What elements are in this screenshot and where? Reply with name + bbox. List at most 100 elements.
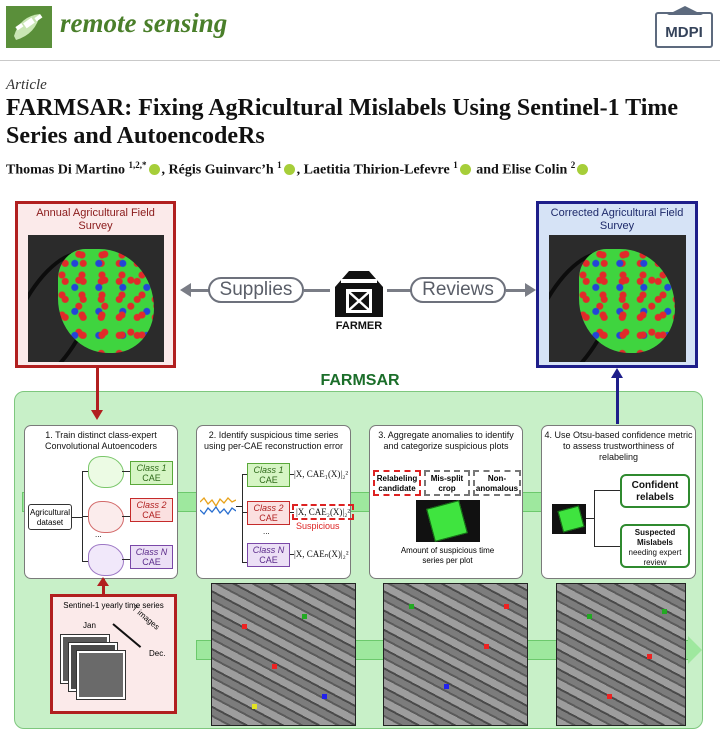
crop-field-overlay xyxy=(579,249,675,353)
orcid-icon[interactable] xyxy=(459,163,471,175)
annual-survey-panel: Annual Agricultural Field Survey xyxy=(15,201,176,368)
reconstruction-error-2: |X, CAE₂(X)|₂² xyxy=(292,504,355,520)
class2-name: Class 2 xyxy=(253,503,284,513)
sentinel-end-label: Dec. xyxy=(149,649,166,658)
connector-line xyxy=(82,471,90,472)
author-affiliation: 2 xyxy=(570,160,576,170)
reconstruction-error-1: |X, CAE₁(X)|₂² xyxy=(294,469,349,479)
class1-field-map xyxy=(88,456,124,488)
cae-label: CAE xyxy=(142,510,161,520)
orcid-icon[interactable] xyxy=(577,163,589,175)
class1-name: Class 1 xyxy=(136,463,167,473)
time-series-signal-icon xyxy=(200,496,236,516)
step1-title: 1. Train distinct class-expert Convoluti… xyxy=(44,430,158,451)
mdpi-logo-roof xyxy=(667,6,703,15)
classN-name: Class N xyxy=(252,545,285,555)
ellipsis: ... xyxy=(263,527,270,536)
connector-line xyxy=(586,518,594,519)
connector-line xyxy=(122,559,130,560)
plot-confidence-image xyxy=(552,504,586,534)
arrowhead-up-icon xyxy=(97,577,109,586)
non-anomalous-tag: Non-anomalous xyxy=(473,470,521,496)
connector-line xyxy=(236,506,242,507)
author-name: Elise Colin xyxy=(502,162,568,178)
corrected-up-line xyxy=(616,378,619,424)
class2-name: Class 2 xyxy=(136,500,167,510)
author-affiliation: 1,2,* xyxy=(128,160,147,170)
author-separator: , xyxy=(161,162,169,178)
farmer-label: FARMER xyxy=(335,320,383,332)
plot-anomaly-image xyxy=(416,500,480,542)
class2-field-map xyxy=(88,501,124,533)
map-marker xyxy=(647,654,652,659)
farmsar-title: FARMSAR xyxy=(320,372,400,389)
sentinel-start-label: Jan xyxy=(83,621,96,630)
satellite-leaf-icon xyxy=(6,6,52,48)
connector-line xyxy=(122,471,130,472)
author-name: Régis Guinvarc’h xyxy=(168,162,274,178)
tag-label: Mis-split crop xyxy=(430,474,464,493)
map-marker xyxy=(607,694,612,699)
survey-map-image xyxy=(28,235,164,362)
relabeling-candidate-tag: Relabeling candidate xyxy=(373,470,421,496)
corrected-title: Corrected Agricultural Field Survey xyxy=(550,207,684,232)
step3-result-map xyxy=(383,583,528,726)
classN-name: Class N xyxy=(135,547,168,557)
ellipsis: ... xyxy=(95,530,102,539)
step2-result-map xyxy=(211,583,356,726)
connector-line xyxy=(72,517,82,518)
suspected-title: Suspected Mislabels xyxy=(634,528,676,547)
agricultural-dataset-box: Agricultural dataset xyxy=(28,504,72,530)
map-marker xyxy=(587,614,592,619)
author-affiliation: 1 xyxy=(277,160,282,170)
article-type: Article xyxy=(6,77,47,93)
sar-image-frame xyxy=(77,651,125,699)
connector-line xyxy=(304,289,330,292)
connector-line xyxy=(594,546,620,547)
plot-square xyxy=(426,500,468,542)
map-marker xyxy=(409,604,414,609)
map-marker xyxy=(252,704,257,709)
orcid-icon[interactable] xyxy=(148,163,160,175)
plot-square xyxy=(557,505,585,533)
cae-label: CAE xyxy=(142,557,161,567)
connector-line xyxy=(290,474,294,475)
journal-name: remote sensing xyxy=(60,8,228,38)
journal-logo xyxy=(6,6,52,48)
connector-line xyxy=(387,289,411,292)
map-marker xyxy=(242,624,247,629)
cae-label: CAE xyxy=(259,555,278,565)
map-marker xyxy=(322,694,327,699)
classN-field-map xyxy=(88,544,124,576)
confident-relabels-box: Confident relabels xyxy=(620,474,690,508)
suspected-mislabels-box: Suspected Mislabels needing expert revie… xyxy=(620,524,690,568)
author-name: Thomas Di Martino xyxy=(6,162,125,178)
suspicious-label: Suspicious xyxy=(296,521,340,531)
crop-field-overlay xyxy=(58,249,154,353)
arrowhead-right-icon xyxy=(525,283,536,297)
map-marker xyxy=(484,644,489,649)
connector-line xyxy=(242,474,247,475)
supplies-pill: Supplies xyxy=(208,277,304,303)
sentinel-title: Sentinel-1 yearly time series xyxy=(63,601,164,610)
step2-title: 2. Identify suspicious time series using… xyxy=(203,430,344,451)
step3-title: 3. Aggregate anomalies to identify and c… xyxy=(378,430,514,451)
class1-name: Class 1 xyxy=(253,465,284,475)
connector-line xyxy=(242,512,247,513)
connector-line xyxy=(594,490,620,491)
connector-line xyxy=(82,516,90,517)
step3-caption: Amount of suspicious time series per plo… xyxy=(400,546,495,565)
cae-label: CAE xyxy=(259,513,278,523)
suspected-subtitle: needing expert review xyxy=(628,548,682,567)
author-separator: , xyxy=(296,162,304,178)
orcid-icon[interactable] xyxy=(283,163,295,175)
arrowhead-left-icon xyxy=(180,283,191,297)
mis-split-crop-tag: Mis-split crop xyxy=(424,470,470,496)
step1-panel: 1. Train distinct class-expert Convoluti… xyxy=(24,425,178,579)
publisher-logo: MDPI xyxy=(655,12,713,48)
